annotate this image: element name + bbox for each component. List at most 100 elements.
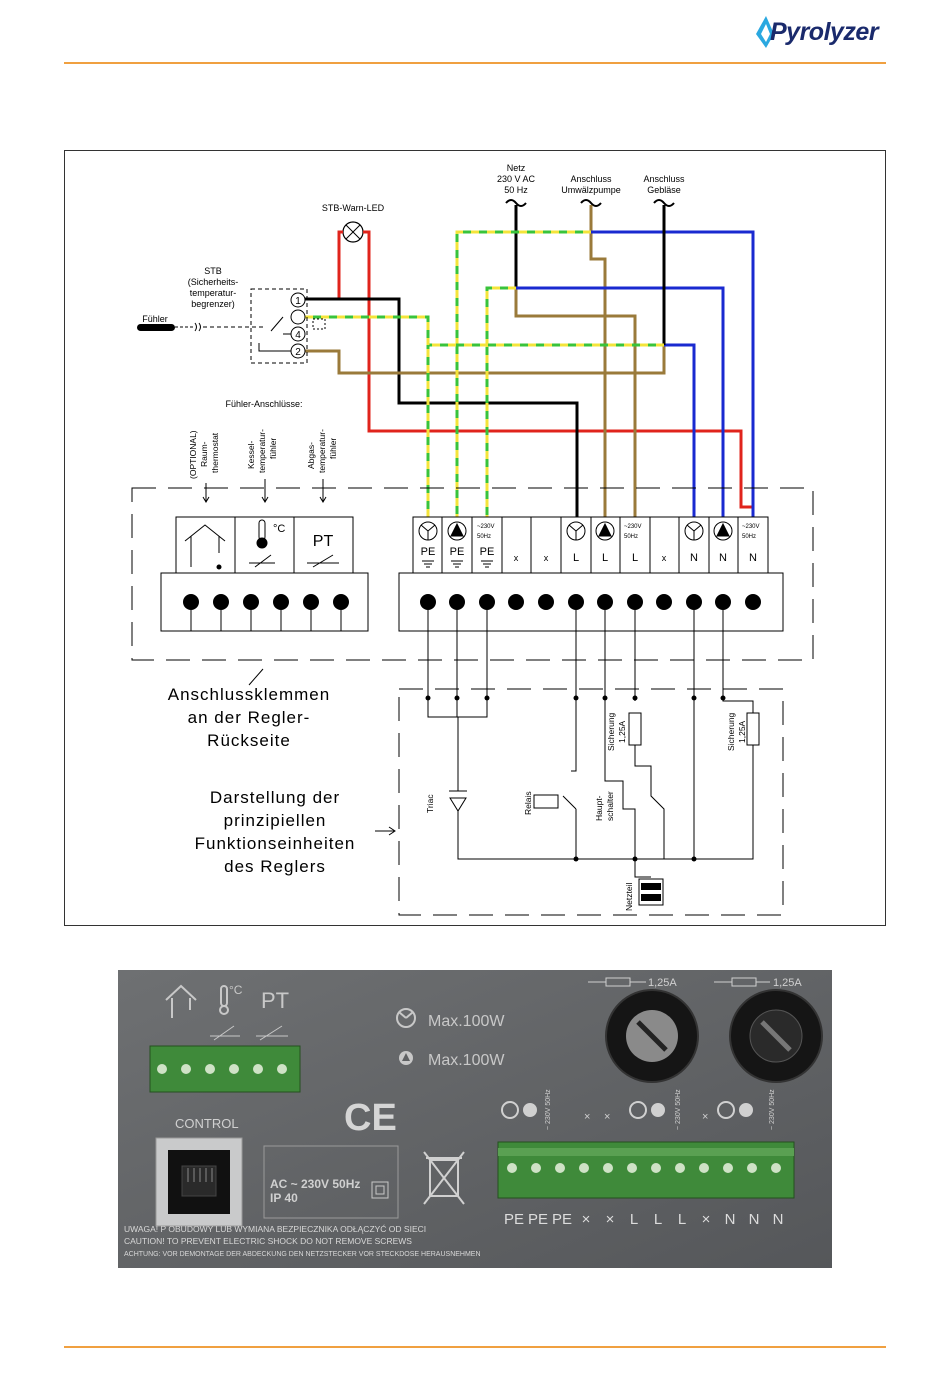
flame-icon: [756, 16, 774, 48]
svg-text:Anschlussklemmen: Anschlussklemmen: [168, 685, 330, 704]
photo-fuse-label-1: 1,25A: [648, 977, 677, 989]
footer-rule: [64, 1346, 886, 1348]
junction-dots: [425, 695, 726, 862]
main-terminal-block: ~230V 50Hz ~230V 50Hz ~230V 50Hz PE PE P…: [398, 516, 784, 632]
svg-text:×: ×: [584, 1111, 590, 1123]
photo-pump-icon: [399, 1051, 413, 1065]
photo-fuse-label-2: 1,25A: [773, 977, 802, 989]
weee-bin-icon: [423, 1151, 465, 1205]
fuse-symbols: [588, 977, 770, 987]
svg-text:L: L: [632, 552, 638, 564]
house-icon: [184, 524, 226, 570]
svg-text:UWAGA! P OB: UWAGA! P OBUDOWY LUB WYMIANA BEZPIECZNIK…: [124, 1224, 426, 1234]
photo-terminal-icons: [501, 1101, 753, 1119]
photo-house-icon: [165, 984, 197, 1018]
svg-text:×: ×: [582, 1211, 591, 1228]
stb-box: [250, 288, 308, 364]
label-umw-1: Anschluss: [570, 174, 612, 184]
pump-icon: [447, 521, 733, 541]
photo-celsius: °C: [229, 983, 243, 997]
svg-text:N: N: [749, 552, 757, 564]
stb-terminal-2: 2: [295, 347, 301, 358]
svg-text:×: ×: [604, 1111, 610, 1123]
photo-warning-text: UWAGA! P OBUDOWY LUB WYMIANA BEZPIECZNIK…: [124, 1224, 481, 1258]
label-geb-2: Gebläse: [647, 185, 681, 195]
svg-text:L: L: [602, 552, 608, 564]
sensor-arrows: [202, 479, 327, 503]
label-stb-warn-led: STB-Warn-LED: [322, 203, 385, 213]
svg-text:×: ×: [702, 1111, 708, 1123]
svg-text:~ 230V 50Hz: ~ 230V 50Hz: [545, 1089, 552, 1130]
svg-text:1,25A: 1,25A: [737, 720, 747, 743]
svg-text:temperatur-: temperatur-: [317, 429, 327, 473]
label-stb-4: begrenzer): [191, 299, 235, 309]
voltage-note-b1: ~230V: [624, 524, 642, 530]
svg-text:PE: PE: [480, 546, 495, 558]
svg-text:Sicherung: Sicherung: [726, 712, 736, 751]
svg-text:thermostat: thermostat: [210, 432, 220, 473]
label-netz-2: 230 V AC: [497, 174, 536, 184]
brand-name: Pyrolyzer: [770, 18, 879, 46]
sensor-probe-icon: [137, 322, 263, 332]
rj-socket-icon: [155, 1137, 243, 1227]
function-boundary: [398, 688, 784, 916]
svg-text:Netzteil: Netzteil: [624, 883, 634, 911]
wiring-svg: Netz 230 V AC 50 Hz Anschluss Umwälzpump…: [131, 163, 814, 916]
svg-text:Sicherung: Sicherung: [606, 712, 616, 751]
brand-logo: [752, 14, 892, 54]
function-circuit: [427, 610, 760, 906]
svg-text:prinzipiellen: prinzipiellen: [224, 811, 327, 830]
svg-text:L: L: [630, 1211, 638, 1228]
label-netz-1: Netz: [507, 163, 526, 173]
svg-text:an der Regler-: an der Regler-: [188, 708, 311, 727]
photo-pt: PT: [261, 988, 289, 1013]
stb-terminal-1: 1: [295, 296, 301, 307]
wiring-diagram: Netz 230 V AC 50 Hz Anschluss Umwälzpump…: [64, 150, 886, 926]
label-geb-1: Anschluss: [643, 174, 685, 184]
function-labels: Triac Relais Haupt- schalter Sicherung 1…: [425, 712, 747, 911]
svg-text:schalter: schalter: [605, 791, 615, 821]
svg-text:Darstellung der: Darstellung der: [210, 788, 340, 807]
photo-x-marks: × × ×: [584, 1111, 708, 1123]
voltage-note-c2: 50Hz: [742, 534, 756, 540]
wires-pe: [305, 230, 664, 517]
sensor-terminal-block: °C PT: [160, 516, 369, 632]
svg-text:CAUTION! TO PREVENT ELECTRIC S: CAUTION! TO PREVENT ELECTRIC SHOCK DO NO…: [124, 1236, 412, 1246]
sensor-labels: (OPTIONAL) Raum- thermostat Kessel- temp…: [188, 429, 338, 479]
svg-text:PE: PE: [421, 546, 436, 558]
wires-blue: [516, 205, 755, 517]
label-netz-3: 50 Hz: [504, 185, 528, 195]
voltage-note-a2: 50Hz: [477, 534, 491, 540]
voltage-note-a1: ~230V: [477, 524, 495, 530]
symbol-celsius: °C: [273, 523, 285, 535]
svg-text:PE: PE: [504, 1211, 524, 1228]
voltage-note-c1: ~230V: [742, 524, 760, 530]
svg-text:fühler: fühler: [268, 438, 278, 459]
photo-svg: °C PT CONTROL Max.100W Max.100W CE AC ~ …: [118, 970, 832, 1268]
label-fuehler-anschluesse: Fühler-Anschlüsse:: [225, 399, 302, 409]
stb-terminal-4: 4: [295, 330, 301, 341]
svg-text:Triac: Triac: [425, 794, 435, 813]
label-umw-2: Umwälzpumpe: [561, 185, 621, 195]
lamp-icon: [342, 221, 364, 243]
svg-text:×: ×: [702, 1211, 711, 1228]
wires-brown: [305, 205, 666, 517]
svg-text:Relais: Relais: [523, 791, 533, 815]
label-stb-1: STB: [204, 266, 222, 276]
svg-text:PE: PE: [528, 1211, 548, 1228]
label-fuehler: Fühler: [142, 314, 168, 324]
svg-text:fühler: fühler: [328, 438, 338, 459]
svg-text:N: N: [773, 1211, 784, 1228]
photo-power-line1: AC ~ 230V 50Hz: [270, 1177, 360, 1191]
double-insulation-icon: [371, 1181, 389, 1199]
photo-max-pump: Max.100W: [428, 1052, 505, 1069]
photo-power-box: [263, 1145, 399, 1219]
photo-main-terminal: [497, 1141, 795, 1199]
thermometer-icon: [249, 519, 275, 568]
svg-text:PE: PE: [450, 546, 465, 558]
photo-terminal-labels: PE PE PE × × L L L × N N N: [504, 1211, 783, 1228]
svg-text:Raum-: Raum-: [199, 441, 209, 467]
svg-text:L: L: [573, 552, 579, 564]
svg-text:Kessel-: Kessel-: [246, 440, 256, 469]
caption-pointer: [248, 668, 264, 686]
